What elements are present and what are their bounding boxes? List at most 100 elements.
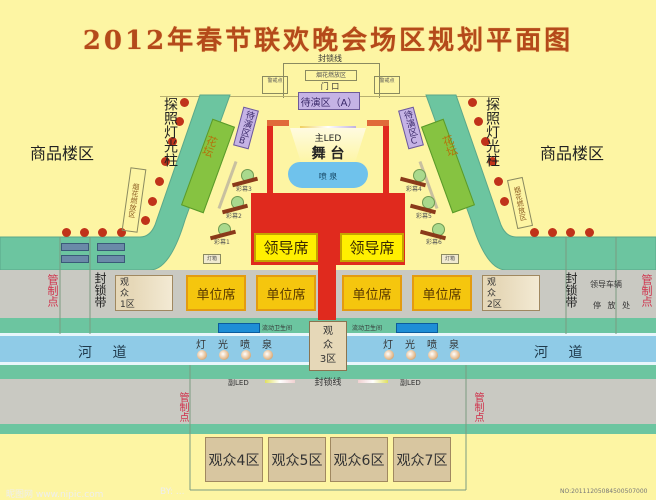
searchlight-dot <box>585 228 594 237</box>
blockade-belt-right: 封锁带 <box>564 272 578 308</box>
fountain-light-icon <box>450 350 460 360</box>
searchlight-dot <box>494 177 503 186</box>
camera-label: 彩幕4 <box>406 186 422 193</box>
fountain-pool <box>288 162 368 188</box>
zone-3-line: 3区 <box>319 354 337 365</box>
fountain-light-char: 喷 <box>427 340 437 351</box>
gate-label: 门 口 <box>320 82 340 91</box>
leader-seat-left: 领导席 <box>254 233 318 262</box>
watermark-by: BY: ... <box>160 487 185 497</box>
searchlight-dot <box>80 228 89 237</box>
camera-label: 彩幕1 <box>214 239 230 246</box>
control-point-left-bottom: 管制点 <box>177 392 188 422</box>
zone-2-line: 众 <box>487 289 497 299</box>
searchlight-dot <box>566 228 575 237</box>
sub-led-left <box>265 380 295 383</box>
unit-seat-3: 单位席 <box>342 275 402 311</box>
guard-post-left: 警戒点 <box>262 76 288 94</box>
zone-2-line: 2区 <box>487 300 502 310</box>
fountain-label: 喷 泉 <box>318 172 338 181</box>
audience-zone-7: 观众7区 <box>393 437 451 482</box>
camera-label: 彩幕6 <box>426 239 442 246</box>
searchlight-dot <box>161 157 170 166</box>
camera-label: 彩幕5 <box>416 213 432 220</box>
searchlight-dot <box>155 177 164 186</box>
leader-vehicle-parking-1: 领导车辆 <box>590 280 622 289</box>
map-title: 2012年春节联欢晚会场区规划平面图 <box>82 26 574 56</box>
leader-vehicle-parking-2: 停 放 处 <box>593 301 633 310</box>
control-point-right-bottom: 管制点 <box>472 392 483 422</box>
zone-3-line: 观 <box>323 326 333 337</box>
mobile-toilet-left-label: 流动卫生间 <box>262 325 293 332</box>
fountain-light-char: 喷 <box>240 340 250 351</box>
searchlight-dot <box>98 228 107 237</box>
searchlight-dot <box>468 98 477 107</box>
mobile-toilet-right <box>396 323 438 333</box>
zone-1-line: 众 <box>120 289 130 299</box>
unit-seat-1: 单位席 <box>186 275 246 311</box>
fountain-light-icon <box>197 350 207 360</box>
searchlight-dot <box>62 228 71 237</box>
fountain-light-icon <box>263 350 273 360</box>
sub-led-left-label: 副LED <box>228 379 249 387</box>
fireworks-area-top: 烟花燃放区 <box>305 70 357 81</box>
searchlight-label-left: 探照灯光柱 <box>162 97 178 167</box>
fountain-light-icon <box>241 350 251 360</box>
searchlight-dot <box>488 157 497 166</box>
sub-led-right-label: 副LED <box>400 379 421 387</box>
stage-frame-right <box>383 120 389 200</box>
shops-area-left: 商品楼区 <box>30 144 95 163</box>
stage-floor <box>290 128 366 164</box>
audience-zone-1: 观 众 1区 <box>115 275 173 311</box>
main-led-strip <box>300 126 356 129</box>
cordon-line-bottom: 封锁线 <box>314 378 342 388</box>
waiting-area-a: 待演区（A） <box>298 92 360 110</box>
blockade-belt-left: 封锁带 <box>93 272 107 308</box>
audience-zone-5: 观众5区 <box>268 437 326 482</box>
parking-slot <box>97 255 125 263</box>
audience-zone-4: 观众4区 <box>205 437 263 482</box>
camera-label: 彩幕3 <box>236 186 252 193</box>
fountain-light-icon <box>428 350 438 360</box>
parking-slot <box>61 255 89 263</box>
watermark-right: NO:20111205084500507000 <box>560 488 648 495</box>
shops-area-right: 商品楼区 <box>540 144 605 163</box>
zone-1-line: 1区 <box>120 300 135 310</box>
fountain-light-icon <box>384 350 394 360</box>
fountain-light-icon <box>406 350 416 360</box>
searchlight-label-right: 探照灯光柱 <box>484 97 500 167</box>
unit-seat-4: 单位席 <box>412 275 472 311</box>
searchlight-dot <box>168 137 177 146</box>
sub-led-right <box>358 380 388 383</box>
river-label-left: 河 道 <box>78 345 135 361</box>
zone-1-line: 观 <box>120 278 130 288</box>
guard-post-right: 警戒点 <box>374 76 400 94</box>
leader-seat-right: 领导席 <box>340 233 404 262</box>
searchlight-dot <box>530 228 539 237</box>
searchlight-dot <box>180 98 189 107</box>
central-aisle <box>318 265 336 320</box>
control-point-left-top: 管制点 <box>46 274 59 307</box>
searchlight-dot <box>117 228 126 237</box>
fountain-light-char: 泉 <box>262 340 272 351</box>
searchlight-dot <box>141 216 150 225</box>
fountain-light-char: 泉 <box>449 340 459 351</box>
searchlight-dot <box>548 228 557 237</box>
fountain-light-char: 灯 <box>196 340 206 351</box>
stage-corner-right <box>367 120 389 126</box>
searchlight-dot <box>481 137 490 146</box>
stage-label: 舞 台 <box>311 146 345 162</box>
stage-corner-left <box>267 120 289 126</box>
cordon-enclosure <box>283 63 380 98</box>
mobile-toilet-left <box>218 323 260 333</box>
searchlight-dot <box>148 197 157 206</box>
watermark-left: 昵图网 www.nipic.com <box>6 490 104 500</box>
searchlight-dot <box>175 117 184 126</box>
fountain-light-char: 光 <box>218 340 228 351</box>
river-label-right: 河 道 <box>534 345 591 361</box>
fountain-light-icon <box>219 350 229 360</box>
audience-zone-6: 观众6区 <box>330 437 388 482</box>
parking-slot <box>97 243 125 251</box>
fountain-light-char: 光 <box>405 340 415 351</box>
